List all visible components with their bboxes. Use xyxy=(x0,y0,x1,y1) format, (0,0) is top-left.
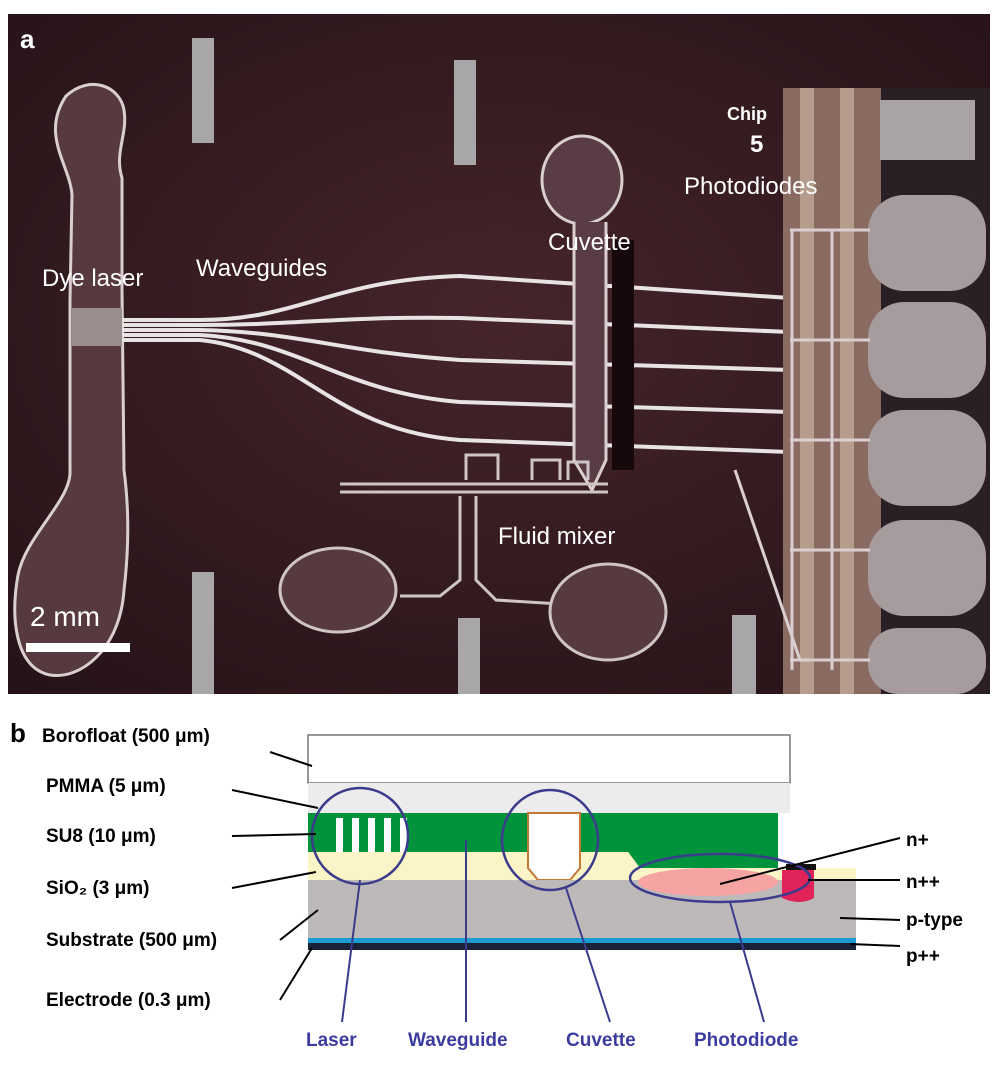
panel-a: a Dye laser Waveguides Cuvette Chip 5 Ph… xyxy=(8,14,990,694)
chip-number-label: 5 xyxy=(750,131,763,158)
layer-label-borofloat: Borofloat (500 μm) xyxy=(42,726,210,747)
layer-label-sio2: SiO₂ (3 μm) xyxy=(46,878,149,899)
layer-label-substrate: Substrate (500 μm) xyxy=(46,930,217,951)
waveguide xyxy=(122,338,791,454)
electrode-p-plus-plus xyxy=(308,938,856,943)
photodiode-leads xyxy=(733,228,870,670)
layer-leader-lines xyxy=(231,751,319,1001)
panel-b-letter: b xyxy=(10,718,26,748)
photodiode-pad xyxy=(868,628,986,694)
photodiode-pad xyxy=(868,195,986,291)
component-label-cuvette: Cuvette xyxy=(566,1030,636,1051)
component-label-waveguide: Waveguide xyxy=(408,1030,508,1051)
doping-leader-lines xyxy=(719,837,901,947)
dye-laser-cavity xyxy=(72,308,122,346)
laser-grating xyxy=(336,818,407,852)
doping-label-p-plus-plus: p++ xyxy=(906,946,940,967)
borofloat-layer xyxy=(307,734,791,784)
cuvette-circle xyxy=(500,788,600,892)
alignment-marks xyxy=(192,38,756,694)
chip-label: Chip xyxy=(727,104,767,124)
photodiode-pad xyxy=(868,520,986,616)
fluid-mixer-structure xyxy=(278,453,668,662)
component-label-photodiode: Photodiode xyxy=(694,1030,798,1051)
component-leader-lines xyxy=(341,840,765,1023)
alignment-mark xyxy=(192,572,214,694)
alignment-mark xyxy=(458,618,480,694)
photodiode-region xyxy=(733,88,990,694)
panel-a-letter: a xyxy=(20,24,35,54)
waveguide xyxy=(122,328,791,372)
photodiode-ellipse xyxy=(628,852,812,904)
photodiode-pads xyxy=(868,195,986,694)
pmma-layer xyxy=(308,783,790,813)
layer-label-electrode: Electrode (0.3 μm) xyxy=(46,990,211,1011)
doping-label-n-plus-plus: n++ xyxy=(906,872,940,893)
photodiode-pad xyxy=(868,410,986,506)
alignment-mark xyxy=(732,615,756,694)
cuvette-cavity xyxy=(527,812,581,881)
photodiodes-label: Photodiodes xyxy=(684,173,817,200)
electrode-layer xyxy=(308,943,856,950)
panel-b: b xyxy=(10,718,963,1051)
component-label-laser: Laser xyxy=(306,1030,357,1051)
chip-number-pad xyxy=(880,100,975,160)
dye-laser-label: Dye laser xyxy=(42,265,143,292)
waveguide xyxy=(122,315,791,334)
waveguides-label: Waveguides xyxy=(196,255,327,282)
fluid-mixer-label: Fluid mixer xyxy=(498,523,615,550)
waveguides xyxy=(122,273,791,454)
scale-bar xyxy=(26,643,130,652)
doping-label-p-type: p-type xyxy=(906,910,963,931)
photodiode-doped-region xyxy=(638,868,778,896)
layer-label-pmma: PMMA (5 μm) xyxy=(46,776,166,797)
photodiode-pad xyxy=(868,302,986,398)
cuvette-structure xyxy=(540,134,634,494)
cuvette-channel xyxy=(612,240,634,470)
alignment-mark xyxy=(192,38,214,143)
waveguide xyxy=(122,273,791,322)
substrate-layer xyxy=(308,880,856,938)
scale-bar-label: 2 mm xyxy=(30,601,100,632)
cuvette-label: Cuvette xyxy=(548,229,631,256)
layer-label-su8: SU8 (10 μm) xyxy=(46,826,156,847)
doping-label-n-plus: n+ xyxy=(906,830,929,851)
waveguide xyxy=(122,333,791,414)
alignment-mark xyxy=(454,60,476,165)
dye-laser-structure xyxy=(13,83,130,678)
